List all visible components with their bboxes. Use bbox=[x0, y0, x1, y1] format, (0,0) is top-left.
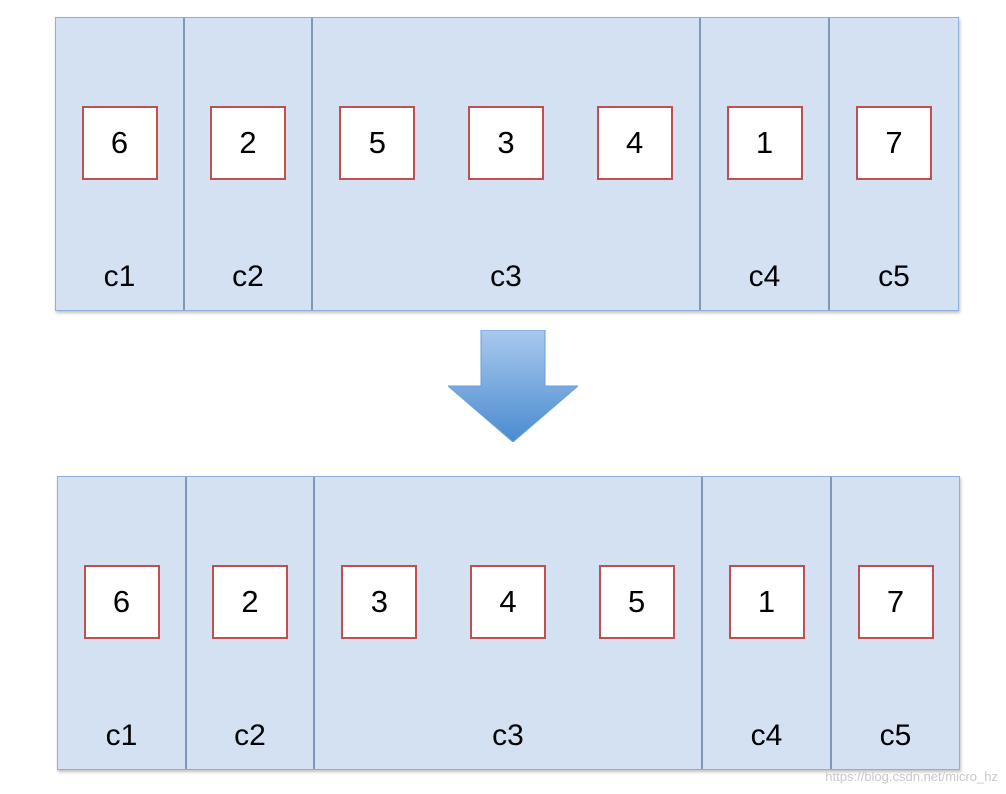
before-group-label: c2 bbox=[232, 260, 264, 293]
down-arrow-icon bbox=[448, 330, 578, 442]
after-group-c4-items: 1 bbox=[703, 563, 830, 641]
after-item: 2 bbox=[212, 565, 288, 639]
after-group-label: c5 bbox=[879, 719, 912, 752]
before-group-c3-items: 5 3 4 bbox=[313, 104, 699, 182]
before-group-c1-items: 6 bbox=[56, 104, 183, 182]
before-group-c2: 2 c2 bbox=[185, 18, 313, 310]
watermark: https://blog.csdn.net/micro_hz bbox=[825, 769, 998, 784]
after-group-c4: 1 c4 bbox=[703, 477, 832, 769]
before-group-c2-items: 2 bbox=[185, 104, 311, 182]
after-item: 1 bbox=[728, 565, 805, 639]
before-item: 5 bbox=[339, 106, 416, 180]
after-group-label: c1 bbox=[105, 719, 138, 752]
after-item: 4 bbox=[469, 565, 546, 639]
after-group-c1: 6 c1 bbox=[58, 477, 187, 769]
after-group-c3: 3 4 5 c3 bbox=[315, 477, 703, 769]
before-group-label: c1 bbox=[103, 260, 136, 293]
before-group-label: c5 bbox=[878, 260, 910, 293]
before-group-c5: 7 c5 bbox=[830, 18, 958, 310]
before-item: 2 bbox=[210, 106, 286, 180]
before-item: 4 bbox=[596, 106, 673, 180]
before-item: 3 bbox=[467, 106, 544, 180]
after-group-c5: 7 c5 bbox=[832, 477, 959, 769]
before-item: 7 bbox=[856, 106, 932, 180]
after-group-c3-items: 3 4 5 bbox=[315, 563, 701, 641]
after-group-c5-items: 7 bbox=[832, 563, 959, 641]
after-item: 7 bbox=[857, 565, 934, 639]
after-group-c1-items: 6 bbox=[58, 563, 185, 641]
before-group-c3: 5 3 4 c3 bbox=[313, 18, 701, 310]
after-group-label: c3 bbox=[492, 719, 524, 752]
after-item: 5 bbox=[598, 565, 675, 639]
before-group-label: c4 bbox=[748, 260, 781, 293]
after-group-c2-items: 2 bbox=[187, 563, 313, 641]
before-group-c5-items: 7 bbox=[830, 104, 958, 182]
after-panel: 6 c1 2 c2 3 4 5 c3 1 c4 7 c5 bbox=[57, 476, 960, 770]
before-panel: 6 c1 2 c2 5 3 4 c3 1 c4 7 c5 bbox=[55, 17, 959, 311]
after-group-label: c4 bbox=[750, 719, 783, 752]
after-group-label: c2 bbox=[234, 719, 266, 752]
before-item: 1 bbox=[726, 106, 803, 180]
after-item: 6 bbox=[83, 565, 160, 639]
before-item: 6 bbox=[81, 106, 158, 180]
after-item: 3 bbox=[341, 565, 418, 639]
after-group-c2: 2 c2 bbox=[187, 477, 315, 769]
before-group-c4-items: 1 bbox=[701, 104, 828, 182]
before-group-c4: 1 c4 bbox=[701, 18, 830, 310]
before-group-c1: 6 c1 bbox=[56, 18, 185, 310]
before-group-label: c3 bbox=[490, 260, 522, 293]
